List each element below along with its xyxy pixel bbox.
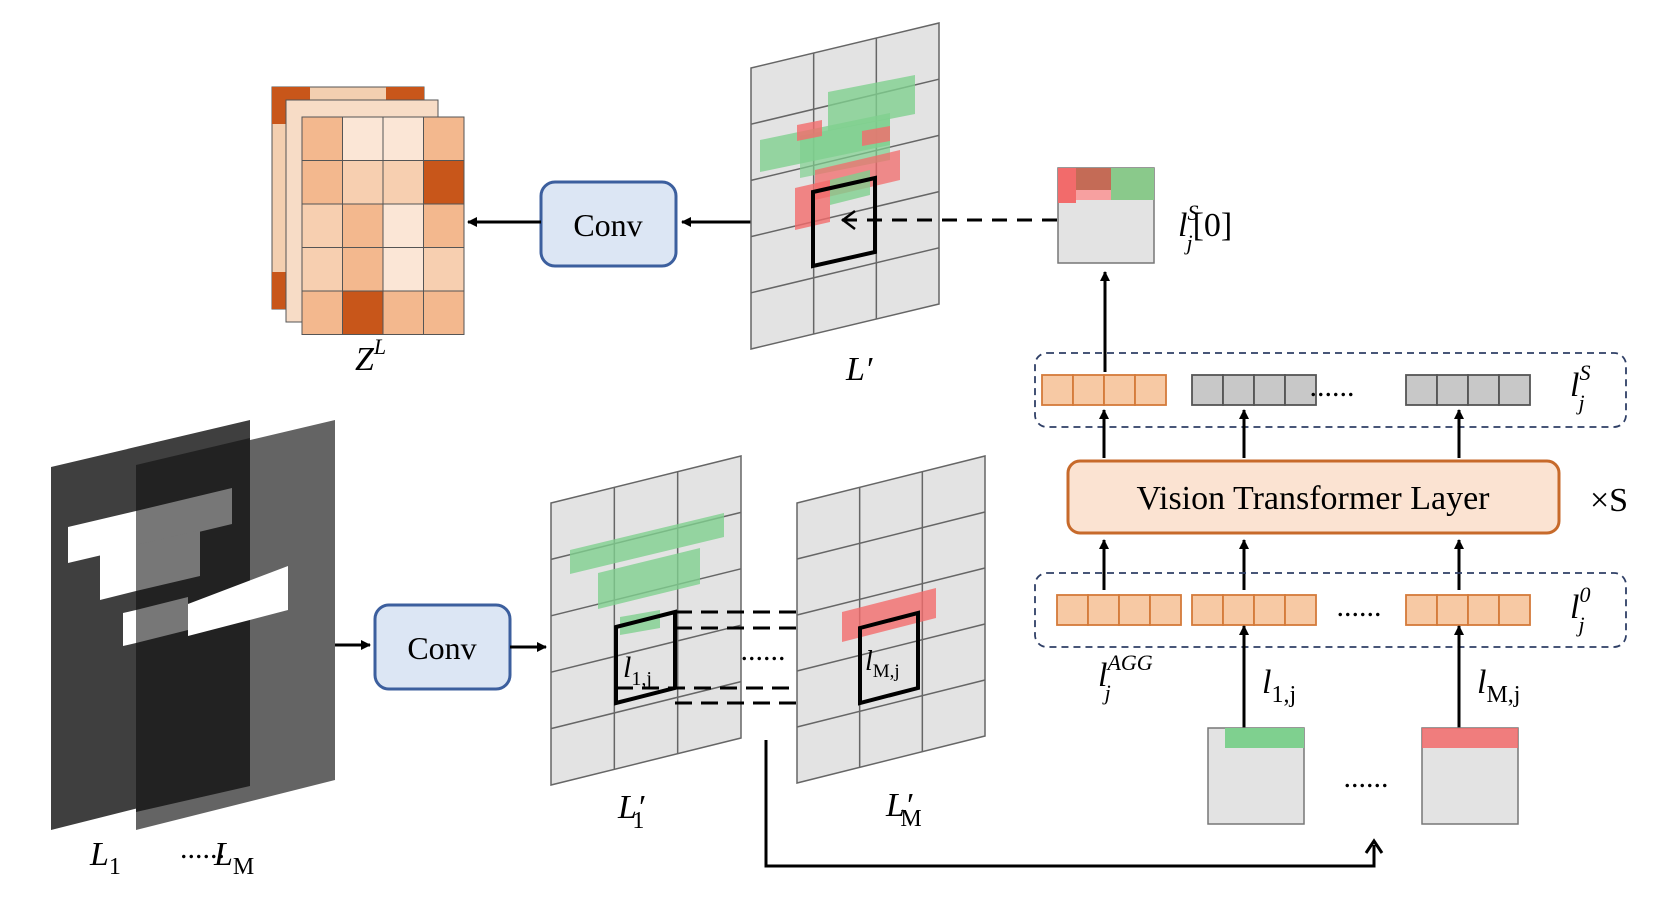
zl-cell [301,203,343,248]
zl-cell [342,160,384,205]
zl-cell [301,160,343,205]
zl-cell [301,290,343,335]
input-lmj-label: lM,j [1477,664,1520,708]
zl-label: ZL [355,334,386,378]
l1j-label: l1,j [623,651,652,690]
grid-line [750,190,940,238]
zl-cell [423,203,465,248]
l1-label: L1 [89,836,121,880]
zl-feature-stack [271,86,465,335]
ljs-token [1284,374,1317,406]
input-patch-1 [1207,727,1305,825]
grid-line [796,679,986,728]
lj0-token [1222,594,1255,626]
grid-line [796,511,986,560]
conv-bottom-box: Conv [373,603,512,691]
zl-cell [423,247,465,292]
patch-dots: ...... [1344,761,1389,794]
ljs-token-agg [1103,374,1136,406]
crop-connector [764,740,1376,868]
crop-connector-head [1364,838,1384,854]
input-layer-stack [51,420,335,830]
conv-bottom-label: Conv [407,630,476,666]
lprime-label: L′ [845,351,873,388]
zl-cell [342,116,384,161]
lj0-dots: ...... [1337,590,1382,623]
lj0-token [1284,594,1317,626]
zl-cell [423,160,465,205]
ljs-token [1253,374,1286,406]
ljs-token-agg [1072,374,1105,406]
lj0-token [1191,594,1224,626]
zl-cell [382,160,424,205]
lj0-token [1498,594,1531,626]
grid-line [750,247,940,294]
lprime-grid [750,22,940,350]
zl-cell [382,116,424,161]
ljs-token [1498,374,1531,406]
ljs-token [1191,374,1224,406]
zl-cell [342,247,384,292]
lj0-token [1467,594,1500,626]
lj0-token [1405,594,1438,626]
zl-cell [382,203,424,248]
l1prime-grid [550,455,742,786]
ljs-token-agg [1134,374,1167,406]
zl-cell [423,116,465,161]
lmj-label: lM,j [865,646,900,682]
conv-top-label: Conv [573,207,642,243]
vit-layer-label: Vision Transformer Layer [1136,480,1490,517]
lj0-token-row [1056,594,1531,626]
zl-cell [382,290,424,335]
vit-layer-box: Vision Transformer Layer [1066,459,1561,535]
middle-dots: ...... [741,634,786,667]
lj0-token-agg [1087,594,1120,626]
zl-front-map [301,116,465,335]
grid-line [550,624,742,673]
between-layers-dots: ...... [180,832,225,865]
lj0-token-agg [1149,594,1182,626]
lm-label: LM [213,836,254,880]
lmprime-grid [796,455,986,784]
dashed-arrowhead [840,210,856,230]
conv-top-box: Conv [539,180,678,268]
zl-cell [382,247,424,292]
times-s-label: ×S [1590,482,1628,519]
lj0-token [1436,594,1469,626]
lj0-token-agg [1056,594,1089,626]
ljs-token [1222,374,1255,406]
zl-cell [301,116,343,161]
grid-line [796,567,986,616]
zl-cell [423,290,465,335]
l1prime-label: L′1 [617,789,645,834]
ljs-token [1405,374,1438,406]
lj0-group-box [1034,572,1627,648]
ljs-token [1467,374,1500,406]
lmprime-label: L′M [885,787,922,832]
ljs-dots: ...... [1310,370,1355,403]
ljs-group-box [1034,352,1627,428]
correspondence-dashes [616,610,917,705]
zl-cell [342,290,384,335]
input-l1j-label: l1,j [1262,664,1296,708]
ljs-token-row [1041,374,1531,406]
lj0-token [1253,594,1286,626]
grid-line [796,623,986,672]
ljs-token [1436,374,1469,406]
zl-cell [301,247,343,292]
input-patch-m [1421,727,1519,825]
ljs-token-agg [1041,374,1074,406]
ljs0-patch [1057,167,1155,264]
lj0-token-agg [1118,594,1151,626]
zl-cell [342,203,384,248]
